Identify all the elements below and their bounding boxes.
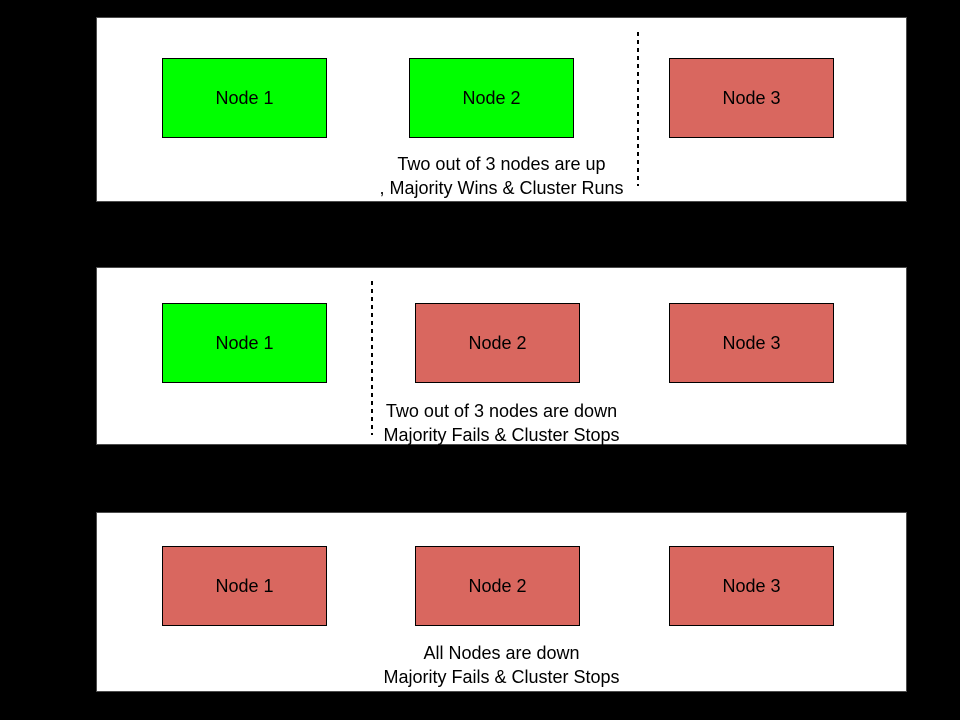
node-label-1: Node 1 [215, 575, 274, 596]
node-label-2: Node 2 [468, 575, 527, 596]
node-box-1: Node 1 [162, 303, 327, 383]
caption-line-2: Majority Fails & Cluster Stops [383, 425, 620, 445]
scenario-panel-majority-up: Node 1 Node 2 Node 3 Two out of 3 nodes … [96, 17, 907, 202]
node-label-1: Node 1 [215, 87, 274, 108]
caption-line-1: Two out of 3 nodes are up [397, 154, 606, 174]
node-box-1: Node 1 [162, 58, 327, 138]
caption-line-1: All Nodes are down [423, 643, 580, 663]
node-label-2: Node 2 [468, 332, 527, 353]
node-box-2: Node 2 [409, 58, 574, 138]
scenario-caption: All Nodes are down Majority Fails & Clus… [97, 641, 906, 689]
caption-line-2: Majority Fails & Cluster Stops [383, 667, 620, 687]
node-label-1: Node 1 [215, 332, 274, 353]
node-label-2: Node 2 [462, 87, 521, 108]
node-label-3: Node 3 [722, 332, 781, 353]
scenario-caption: Two out of 3 nodes are down Majority Fai… [97, 399, 906, 447]
node-box-1: Node 1 [162, 546, 327, 626]
node-box-2: Node 2 [415, 303, 580, 383]
node-label-3: Node 3 [722, 575, 781, 596]
node-box-3: Node 3 [669, 546, 834, 626]
network-partition-divider [371, 281, 373, 435]
caption-line-1: Two out of 3 nodes are down [385, 401, 618, 421]
scenario-caption: Two out of 3 nodes are up , Majority Win… [97, 152, 906, 200]
scenario-panel-majority-fails: Node 1 Node 2 Node 3 Two out of 3 nodes … [96, 267, 907, 445]
caption-line-2: , Majority Wins & Cluster Runs [379, 178, 624, 198]
node-label-3: Node 3 [722, 87, 781, 108]
node-box-3: Node 3 [669, 303, 834, 383]
scenario-panel-all-down: Node 1 Node 2 Node 3 All Nodes are down … [96, 512, 907, 692]
node-box-3: Node 3 [669, 58, 834, 138]
node-box-2: Node 2 [415, 546, 580, 626]
network-partition-divider [637, 32, 639, 186]
